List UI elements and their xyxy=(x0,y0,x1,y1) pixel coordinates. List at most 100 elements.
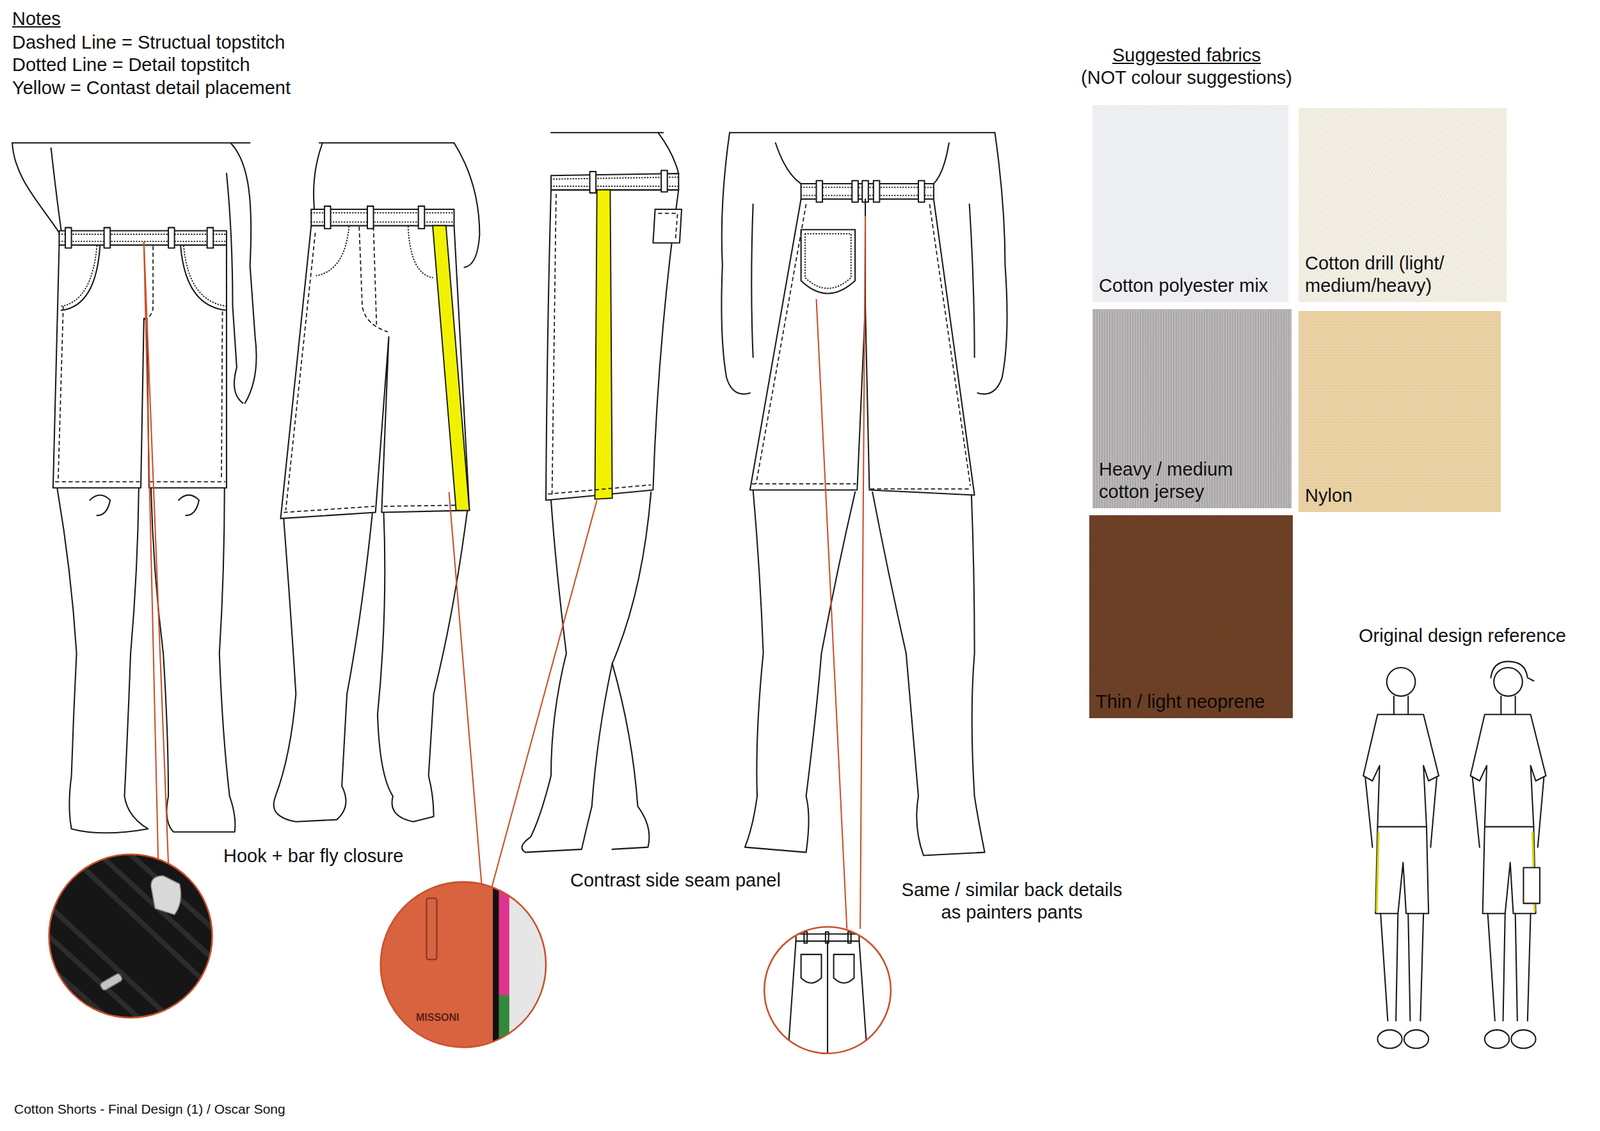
side-panel-photo xyxy=(426,897,437,960)
section-note: (NOT colour suggestions) xyxy=(1026,66,1347,89)
section-heading: Original design reference xyxy=(1302,624,1600,648)
front-view-figure xyxy=(61,245,101,310)
painters-pants-sketch xyxy=(801,954,822,984)
three-quarter-view-figure xyxy=(324,206,331,229)
design-reference-sketch xyxy=(1493,667,1523,697)
painters-pants-sketch xyxy=(833,954,855,984)
fabric-swatch: Heavy / medium cotton jersey xyxy=(1092,309,1292,509)
side-view-figure xyxy=(657,132,679,174)
back-view-figure xyxy=(801,229,856,294)
note-text: Dotted Line = Detail topstitch xyxy=(12,53,251,77)
front-view-figure xyxy=(226,173,244,404)
three-quarter-view-figure xyxy=(311,213,454,223)
painters-pants-sketch xyxy=(848,931,852,944)
fabric-swatch: Nylon xyxy=(1298,311,1501,512)
design-reference-sketch xyxy=(1523,867,1540,904)
three-quarter-view-figure xyxy=(359,226,388,332)
contrast-side-panel xyxy=(595,190,613,500)
front-view-figure xyxy=(53,245,227,489)
design-reference-sketch xyxy=(1490,661,1534,681)
design-reference-sketch xyxy=(1404,1029,1429,1049)
hook-bar-photo xyxy=(40,847,225,1032)
design-reference-sketch xyxy=(1470,714,1547,827)
side-view-figure xyxy=(551,177,679,187)
front-view-figure xyxy=(56,487,148,833)
back-view-figure xyxy=(721,132,750,394)
back-view-figure xyxy=(744,489,856,852)
callout-circle xyxy=(380,881,546,1048)
three-quarter-view-figure xyxy=(283,504,456,512)
front-view-figure xyxy=(104,227,111,249)
front-view-figure xyxy=(180,245,227,310)
callout-label: Same / similar back details as painters … xyxy=(893,878,1131,924)
leader-line xyxy=(860,216,866,929)
front-view-figure xyxy=(183,245,227,306)
design-reference-sketch xyxy=(1488,913,1531,1021)
front-view-figure xyxy=(12,142,250,144)
painters-pants-sketch xyxy=(760,923,898,1062)
design-reference-sketch xyxy=(1363,714,1439,827)
side-view-figure xyxy=(657,213,678,239)
front-view-figure xyxy=(207,227,214,249)
swatch-label: Heavy / medium cotton jersey xyxy=(1098,458,1286,504)
side-view-figure xyxy=(521,132,682,852)
side-view-figure xyxy=(590,171,597,193)
front-view-figure xyxy=(58,234,226,242)
front-view-figure xyxy=(65,227,72,249)
painters-pants-sketch xyxy=(825,931,829,944)
swatch-label: Cotton drill (light/ medium/heavy) xyxy=(1304,252,1501,297)
design-reference-sketch xyxy=(1470,661,1547,1048)
back-view-figure xyxy=(775,142,950,184)
note-text: Dashed Line = Structual topstitch xyxy=(12,31,285,54)
back-view-figure xyxy=(918,180,925,202)
hook-bar-photo xyxy=(99,972,123,992)
front-view-figure xyxy=(168,227,175,249)
side-view-figure xyxy=(652,209,682,244)
back-view-figure xyxy=(805,233,852,288)
callout-label: Contrast side seam panel xyxy=(570,869,781,892)
back-view-figure xyxy=(729,131,996,134)
design-reference-sketch xyxy=(1511,1029,1536,1049)
hook-bar-photo xyxy=(151,875,182,915)
hook-bar-photo xyxy=(40,847,225,1032)
section-heading: Suggested fabrics xyxy=(1026,44,1347,67)
three-quarter-view-figure xyxy=(285,232,315,511)
front-view-figure xyxy=(89,494,111,516)
front-view-figure xyxy=(178,494,200,516)
painters-pants-sketch xyxy=(787,940,868,1056)
three-quarter-view-figure xyxy=(373,226,377,325)
front-view-figure xyxy=(61,245,98,306)
fabric-swatch: Cotton polyester mix xyxy=(1092,104,1289,303)
design-reference-sketch xyxy=(1393,696,1408,715)
back-view-figure xyxy=(721,132,1007,856)
three-quarter-view-figure xyxy=(367,206,374,229)
side-view-figure xyxy=(547,193,651,495)
notes-heading: Notes xyxy=(12,7,61,31)
brand-mark: MISSONI xyxy=(416,1011,460,1024)
sheet-caption: Cotton Shorts - Final Design (1) / Oscar… xyxy=(14,1100,286,1117)
back-view-figure xyxy=(851,180,859,202)
leader-line xyxy=(816,298,848,929)
design-reference-sketch xyxy=(1484,1029,1510,1049)
front-view-figure xyxy=(58,230,226,245)
leader-line xyxy=(449,492,482,886)
back-view-figure xyxy=(872,492,985,856)
side-panel-photo xyxy=(492,877,500,1051)
front-view-figure xyxy=(151,487,235,832)
swatch-label: Thin / light neoprene xyxy=(1095,690,1287,713)
painters-pants-sketch xyxy=(803,931,808,944)
note-text: Yellow = Contast detail placement xyxy=(12,76,291,100)
design-reference-sketch xyxy=(1375,826,1429,914)
design-reference-sketch xyxy=(1363,661,1546,1048)
front-view-figure xyxy=(12,142,256,833)
three-quarter-view-figure xyxy=(408,226,433,278)
side-view-figure xyxy=(612,663,650,850)
back-view-figure xyxy=(750,199,975,495)
side-view-figure xyxy=(551,173,679,191)
design-reference-sketch xyxy=(1377,1029,1402,1049)
painters-pants-sketch xyxy=(760,923,898,1062)
three-quarter-view-figure xyxy=(316,226,349,276)
three-quarter-view-figure xyxy=(313,142,323,210)
front-view-figure xyxy=(230,142,256,404)
